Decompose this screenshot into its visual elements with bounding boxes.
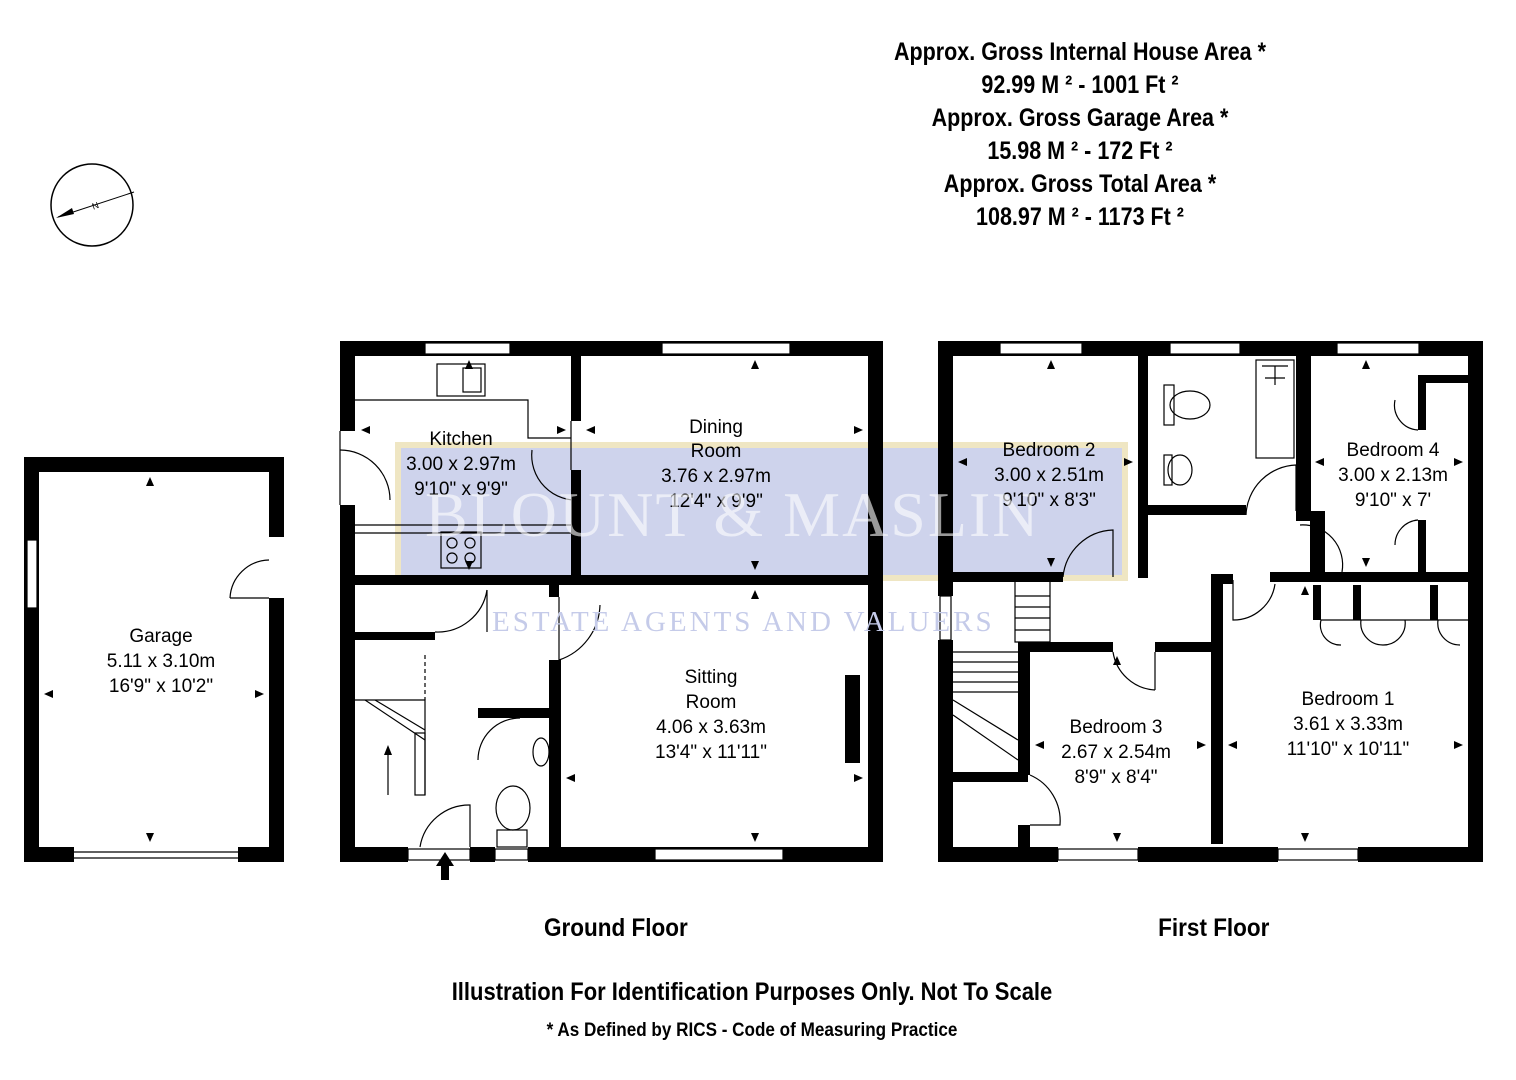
bedroom2-metric: 3.00 x 2.51m — [994, 465, 1104, 486]
room-kitchen: Kitchen 3.00 x 2.97m 9'10" x 9'9" — [406, 429, 516, 500]
house-area-label: Approx. Gross Internal House Area * — [894, 38, 1266, 66]
kitchen-name: Kitchen — [429, 429, 492, 450]
garage-metric: 5.11 x 3.10m — [107, 651, 215, 672]
room-bedroom-1: Bedroom 1 3.61 x 3.33m 11'10" x 10'11" — [1287, 689, 1410, 760]
bedroom1-metric: 3.61 x 3.33m — [1293, 714, 1403, 735]
dining-metric: 3.76 x 2.97m — [661, 466, 771, 487]
ground-floor-walls — [340, 341, 883, 862]
room-garage: Garage 5.11 x 3.10m 16'9" x 10'2" — [107, 626, 215, 697]
sitting-name-line2: Room — [686, 692, 737, 713]
sitting-name-line1: Sitting — [685, 667, 738, 688]
garage-imperial: 16'9" x 10'2" — [109, 676, 213, 697]
house-area-value: 92.99 M ² - 1001 Ft ² — [981, 71, 1179, 99]
bedroom2-imperial: 9'10" x 8'3" — [1002, 490, 1096, 511]
rics-note: * As Defined by RICS - Code of Measuring… — [546, 1020, 958, 1041]
room-sitting: Sitting Room 4.06 x 3.63m 13'4" x 11'11" — [655, 667, 767, 763]
room-bedroom-4: Bedroom 4 3.00 x 2.13m 9'10" x 7' — [1338, 440, 1448, 511]
bedroom2-name: Bedroom 2 — [1003, 440, 1096, 461]
kitchen-metric: 3.00 x 2.97m — [406, 454, 516, 475]
disclaimer: Illustration For Identification Purposes… — [451, 978, 1053, 1006]
kitchen-imperial: 9'10" x 9'9" — [414, 479, 508, 500]
bedroom1-name: Bedroom 1 — [1302, 689, 1395, 710]
garage-name: Garage — [129, 626, 192, 647]
total-area-value: 108.97 M ² - 1173 Ft ² — [976, 203, 1184, 231]
bedroom4-name: Bedroom 4 — [1347, 440, 1440, 461]
first-floor-label: First Floor — [1158, 914, 1270, 942]
watermark — [395, 442, 1128, 581]
sitting-imperial: 13'4" x 11'11" — [655, 742, 767, 763]
room-bedroom-2: Bedroom 2 3.00 x 2.51m 9'10" x 8'3" — [994, 440, 1104, 511]
garage-area-value: 15.98 M ² - 172 Ft ² — [987, 137, 1173, 165]
compass-letter: N — [91, 200, 101, 212]
dining-name-line1: Dining — [689, 417, 743, 438]
bedroom4-metric: 3.00 x 2.13m — [1338, 465, 1448, 486]
total-area-label: Approx. Gross Total Area * — [943, 170, 1217, 198]
bedroom3-metric: 2.67 x 2.54m — [1061, 742, 1171, 763]
ground-floor-label: Ground Floor — [543, 914, 688, 942]
area-summary: Approx. Gross Internal House Area * 92.9… — [822, 36, 1338, 234]
bedroom1-imperial: 11'10" x 10'11" — [1287, 739, 1410, 760]
bedroom3-name: Bedroom 3 — [1070, 717, 1163, 738]
watermark-tagline: ESTATE AGENTS AND VALUERS — [492, 606, 995, 638]
room-dining: Dining Room 3.76 x 2.97m 12'4" x 9'9" — [661, 417, 771, 512]
dining-imperial: 12'4" x 9'9" — [669, 491, 763, 512]
garage-area-label: Approx. Gross Garage Area * — [931, 104, 1229, 132]
room-bedroom-3: Bedroom 3 2.67 x 2.54m 8'9" x 8'4" — [1061, 717, 1171, 788]
first-floor-walls — [938, 341, 1483, 862]
compass-icon: N — [50, 163, 135, 247]
dining-name-line2: Room — [691, 441, 742, 462]
bedroom4-imperial: 9'10" x 7' — [1355, 490, 1431, 511]
sitting-metric: 4.06 x 3.63m — [656, 717, 766, 738]
bedroom3-imperial: 8'9" x 8'4" — [1074, 767, 1157, 788]
watermark-brand: BLOUNT & MASLIN — [425, 479, 1041, 550]
